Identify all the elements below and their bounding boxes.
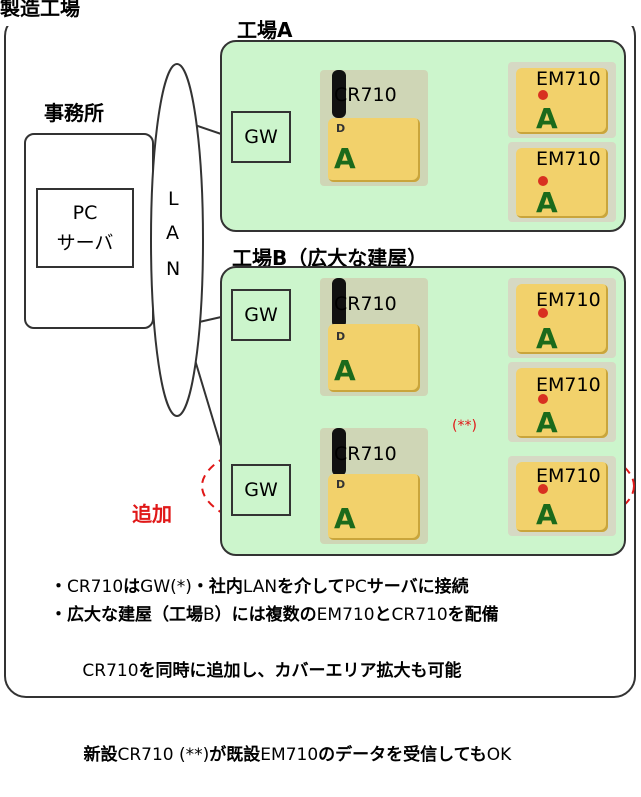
antenna bbox=[332, 70, 346, 118]
factory-b-em-label-1: EM710 bbox=[536, 289, 601, 311]
device-a-mark: A bbox=[536, 322, 558, 355]
factory-a-cr710-device: A D bbox=[320, 70, 428, 186]
device-d-mark: D bbox=[336, 478, 346, 491]
device-a-mark: A bbox=[334, 142, 356, 175]
factory-a-cr-label: CR710 bbox=[334, 84, 397, 106]
pc-server-box: PC サーバ bbox=[36, 188, 134, 268]
lan-letter-a: A bbox=[166, 222, 179, 244]
lan-ellipse bbox=[150, 63, 204, 417]
factory-a-em710-device-1: A bbox=[508, 62, 616, 138]
added-cr710-device: A D bbox=[320, 428, 428, 544]
pc-label: PC bbox=[72, 202, 98, 224]
device-d-mark: D bbox=[336, 122, 346, 135]
note-line: CR710を同時に追加し、カバーエリア拡大も可能 bbox=[71, 661, 462, 681]
factory-b-cr-label: CR710 bbox=[334, 293, 397, 315]
diagram-title: 製造工場 bbox=[0, 0, 80, 20]
antenna bbox=[332, 428, 346, 476]
device-a-mark: A bbox=[536, 406, 558, 439]
frame-top-cover bbox=[0, 0, 641, 26]
device-a-mark: A bbox=[334, 502, 356, 535]
added-em710-device: A bbox=[508, 456, 616, 536]
device-a-mark: A bbox=[536, 186, 558, 219]
factory-b-cr710-device: A D bbox=[320, 278, 428, 396]
device-d-mark: D bbox=[336, 330, 346, 343]
factory-a-em-label-1: EM710 bbox=[536, 68, 601, 90]
factory-a-em-label-2: EM710 bbox=[536, 148, 601, 170]
server-label: サーバ bbox=[56, 232, 114, 254]
factory-a-title: 工場A bbox=[237, 18, 293, 42]
device-a-mark: A bbox=[334, 354, 356, 387]
added-cr-label: CR710 bbox=[334, 443, 397, 465]
office-title: 事務所 bbox=[44, 101, 104, 125]
lan-letter-n: N bbox=[166, 258, 181, 280]
factory-b-gw: GW bbox=[231, 289, 291, 341]
note-line: ・CR710はGW(*)・社内LANを介してPCサーバに接続 bbox=[50, 577, 469, 597]
factory-a-em710-device-2: A bbox=[508, 142, 616, 222]
note-line: ・広大な建屋（工場B）には複数のEM710とCR710を配備 bbox=[50, 605, 499, 625]
factory-b-em-label-2: EM710 bbox=[536, 374, 601, 396]
lan-letter-l: L bbox=[168, 188, 179, 210]
device-a-mark: A bbox=[536, 102, 558, 135]
factory-b-em710-device-1: A bbox=[508, 278, 616, 358]
notes-block: ・CR710はGW(*)・社内LANを介してPCサーバに接続 ・広大な建屋（工場… bbox=[50, 573, 511, 797]
device-a-mark: A bbox=[536, 498, 558, 531]
added-em-label: EM710 bbox=[536, 465, 601, 487]
note-line: 新設CR710 (**)が既設EM710のデータを受信してもOK bbox=[71, 745, 512, 765]
added-gw: GW bbox=[231, 464, 291, 516]
antenna bbox=[332, 278, 346, 328]
added-label: 追加 bbox=[132, 502, 172, 526]
factory-a-gw: GW bbox=[231, 111, 291, 163]
factory-b-em710-device-2: A bbox=[508, 362, 616, 442]
added-mark: (**) bbox=[452, 418, 477, 434]
